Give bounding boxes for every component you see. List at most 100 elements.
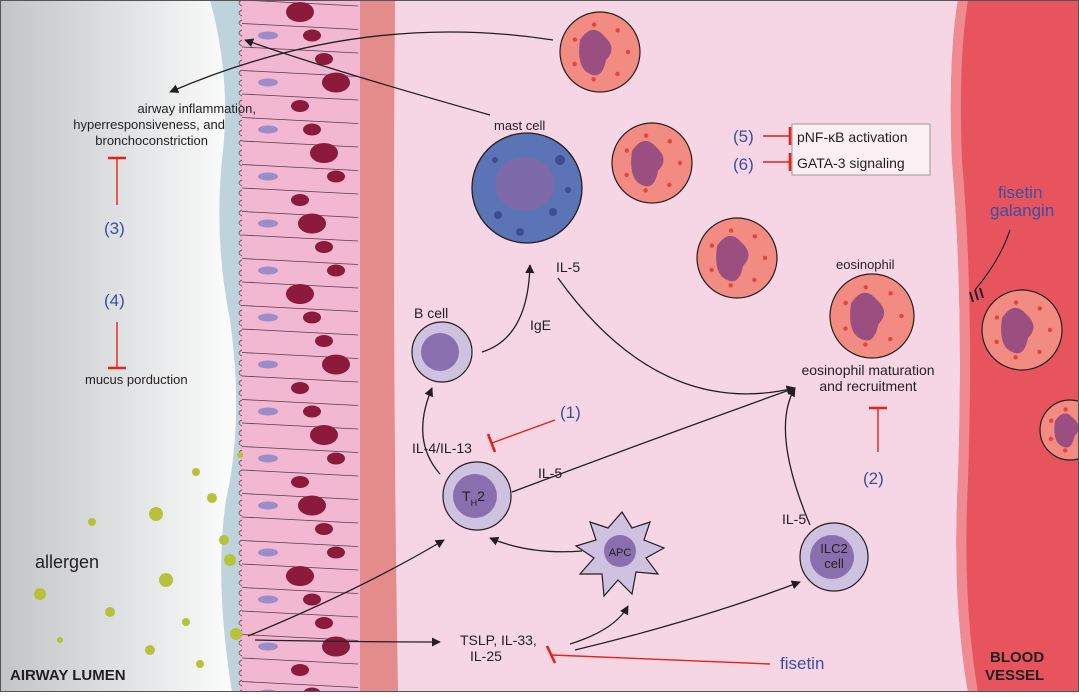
mast-cell-label: mast cell [494,118,545,133]
eosinophil-granule [1013,300,1019,305]
il4-il13-label: IL-4/IL-13 [412,440,472,456]
cilia [238,39,243,47]
eosinophil-granule [752,234,757,239]
cilia [238,399,243,407]
epithelium-cell-border [241,234,359,242]
airway-inflammation-label-2: hyperresponsiveness, and [73,117,225,132]
goblet-granules [258,172,278,181]
eosinophil-granule [643,133,649,138]
eosinophil-granule [625,49,631,55]
th2-label: TH2 [462,488,485,508]
cilia [238,659,243,667]
goblet-granules [258,313,278,322]
apc-cell [574,510,666,598]
basement-membrane [354,0,398,692]
cell-nucleus [315,335,333,347]
cilia [238,289,243,297]
cilia [238,349,243,357]
number-5: (5) [733,127,754,146]
eosinophil-granule [1013,355,1018,360]
eosinophil-granule [709,243,715,248]
eosinophil-granule [994,315,1000,320]
cilia [238,559,243,567]
ilc2-cell [799,522,869,592]
ilc2-label-1: ILC2 [820,541,847,556]
eosinophil-granule [615,28,620,33]
il5-ilc2-label: IL-5 [782,511,806,527]
blood-vessel-title-1: BLOOD [990,649,1044,666]
cell-nucleus [327,452,345,465]
cytokines-label-1: TSLP, IL-33, [460,632,537,648]
cell-nucleus [291,476,309,488]
cell-nucleus [303,311,321,324]
signaling-box [791,123,931,176]
epithelium-cell-border [241,93,359,101]
cilia [238,279,243,287]
cilia [238,359,243,367]
fisetin-bottom-label: fisetin [780,654,824,673]
goblet-granules [258,360,278,369]
eosinophil-granule [863,285,869,290]
epithelium-cell-border [241,187,359,195]
cilia [238,139,243,147]
cell-nucleus [298,213,326,234]
eosinophil-granule [843,300,848,306]
number-2: (2) [863,469,884,488]
goblet-granules [258,266,278,275]
eosinophil-granule [843,326,848,331]
goblet-granules [258,125,278,134]
cilia [238,509,243,517]
eosinophil-nucleus [716,235,749,282]
allergen-particle [182,618,190,626]
cell-nucleus [291,664,309,676]
epithelium-cell-border [241,164,359,171]
allergen-particle [224,554,236,566]
cilia [238,249,243,257]
epithelium-cell-border [241,587,359,594]
eosinophil-granule [899,313,904,319]
eosinophil-nucleus [1001,307,1034,354]
cilia [238,679,243,687]
cilia [238,599,243,607]
epithelium-cell-border [241,422,359,430]
cell-nucleus [315,617,333,629]
cilia [238,539,243,547]
eosinophil-nucleus [850,292,885,341]
airway-inflammation-label-1: airway inflammation, [138,101,257,116]
eosinophil-maturation-label-1: eosinophil maturation [801,362,934,378]
cell-nucleus [303,405,321,418]
epithelium-cell-border [241,375,359,383]
goblet-granules [258,454,278,463]
epithelium-cell-border [241,23,359,30]
epithelium-cell-border [241,328,359,336]
cilia [238,209,243,217]
eosinophil-granule [994,339,999,345]
cell-nucleus [286,566,314,586]
cilia [238,149,243,157]
eosinophil-granule [615,71,620,77]
epithelium-cell-border [241,399,359,406]
th2-cell [442,461,512,531]
cilia [238,129,243,137]
eosinophil-granule [1063,448,1068,453]
cilia [238,419,243,427]
cilia [238,589,243,597]
cell-nucleus [291,382,309,394]
airway-lumen-title: AIRWAY LUMEN [10,667,126,684]
epithelium-cell-border [241,46,359,54]
apc-label: APC [609,547,632,559]
eosinophil-granule [1048,418,1054,423]
allergen-particle [219,535,229,545]
cilia [238,169,243,177]
cilia [238,489,243,497]
fisetin-galangin-pointer [974,229,1011,291]
airway-inflammation-label-3: bronchoconstriction [95,133,208,148]
cell-nucleus [315,53,333,65]
allergen-particle [207,493,217,503]
eosinophil-granule [677,160,683,166]
number-1: (1) [560,403,581,422]
gata3-label: GATA-3 signaling [797,155,905,171]
cell-nucleus [327,264,345,277]
allergen-particle [34,588,46,600]
eosinophil-granule [643,188,648,193]
